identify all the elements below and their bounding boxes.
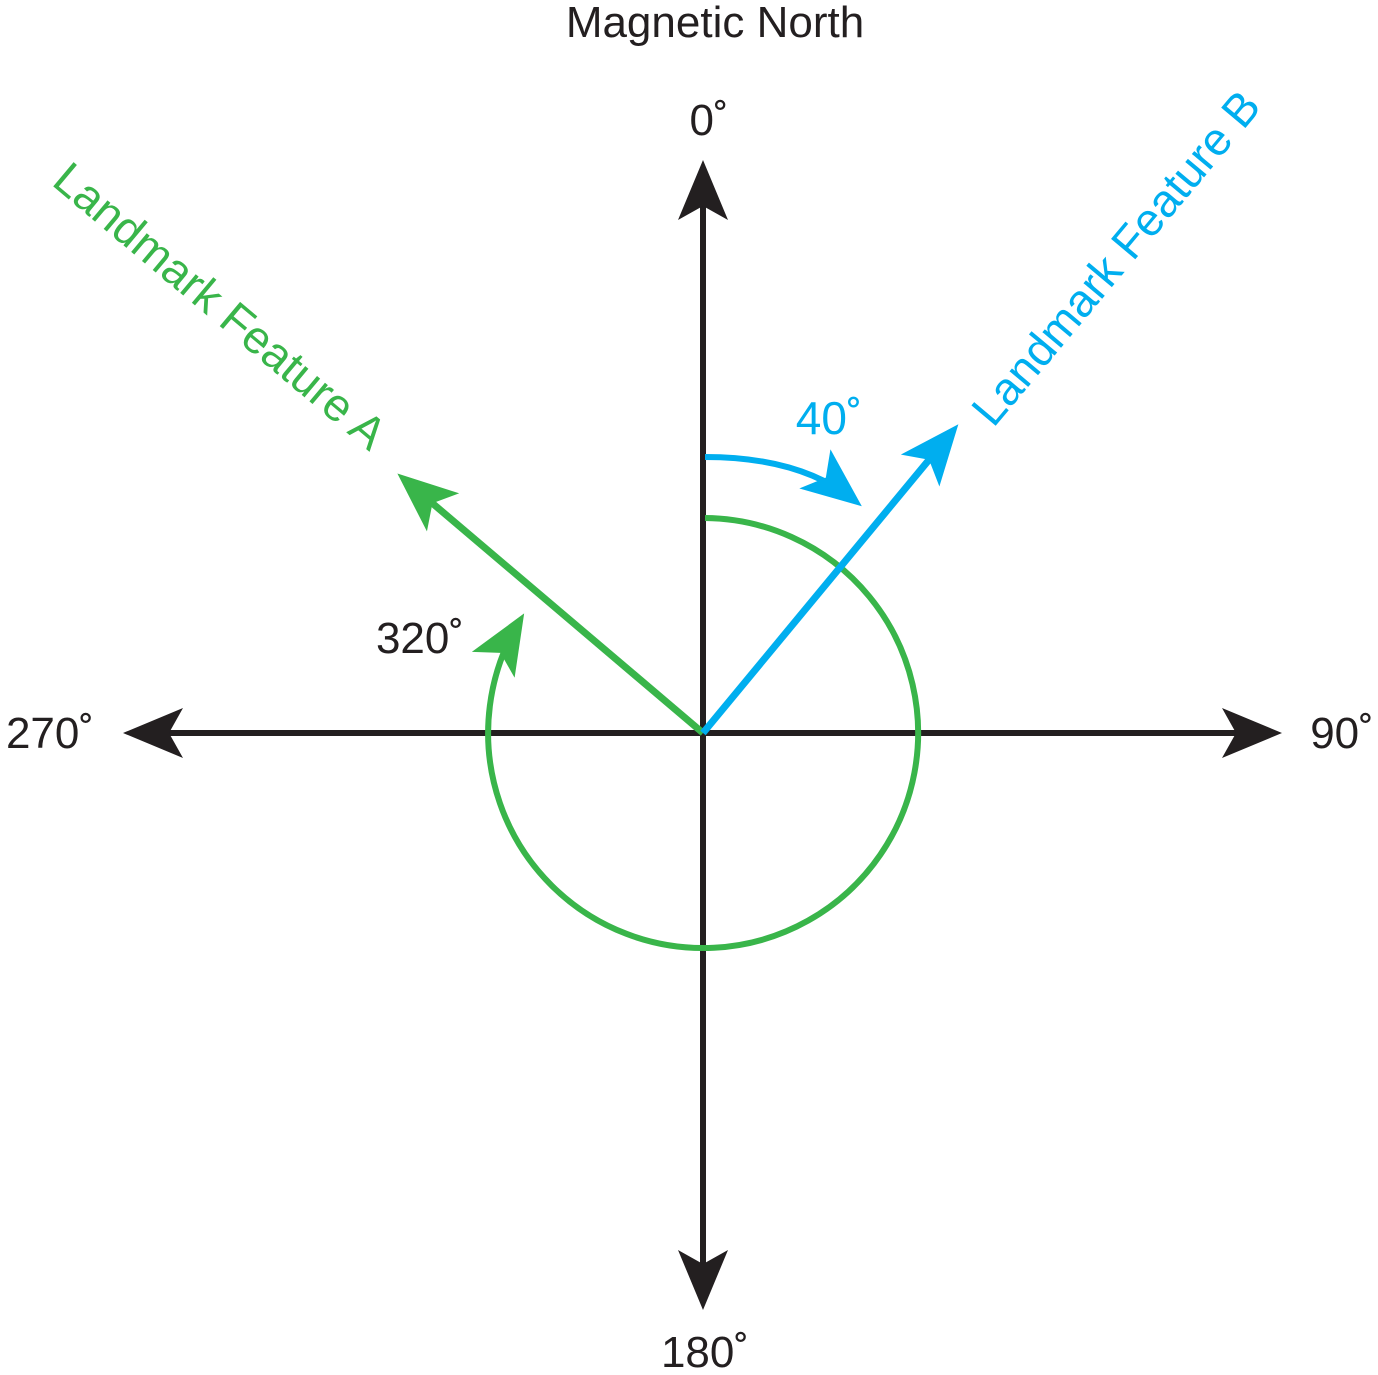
bearing-line-feature-a <box>397 473 706 736</box>
label-south: 180˚ <box>661 1328 749 1375</box>
angle-label-feature-b: 40˚ <box>796 392 862 444</box>
angle-arc-feature-a <box>471 515 922 951</box>
angle-label-feature-a: 320˚ <box>376 614 464 663</box>
label-north: 0˚ <box>689 96 728 145</box>
label-east: 90˚ <box>1310 709 1374 758</box>
label-west: 270˚ <box>6 709 94 758</box>
feature-b-label: Landmark Feature B <box>961 80 1270 435</box>
feature-a-label: Landmark Feature A <box>44 152 397 460</box>
bearing-line-feature-b <box>700 424 959 736</box>
angle-arc-feature-b <box>704 449 862 507</box>
diagram-title: Magnetic North <box>566 0 864 47</box>
